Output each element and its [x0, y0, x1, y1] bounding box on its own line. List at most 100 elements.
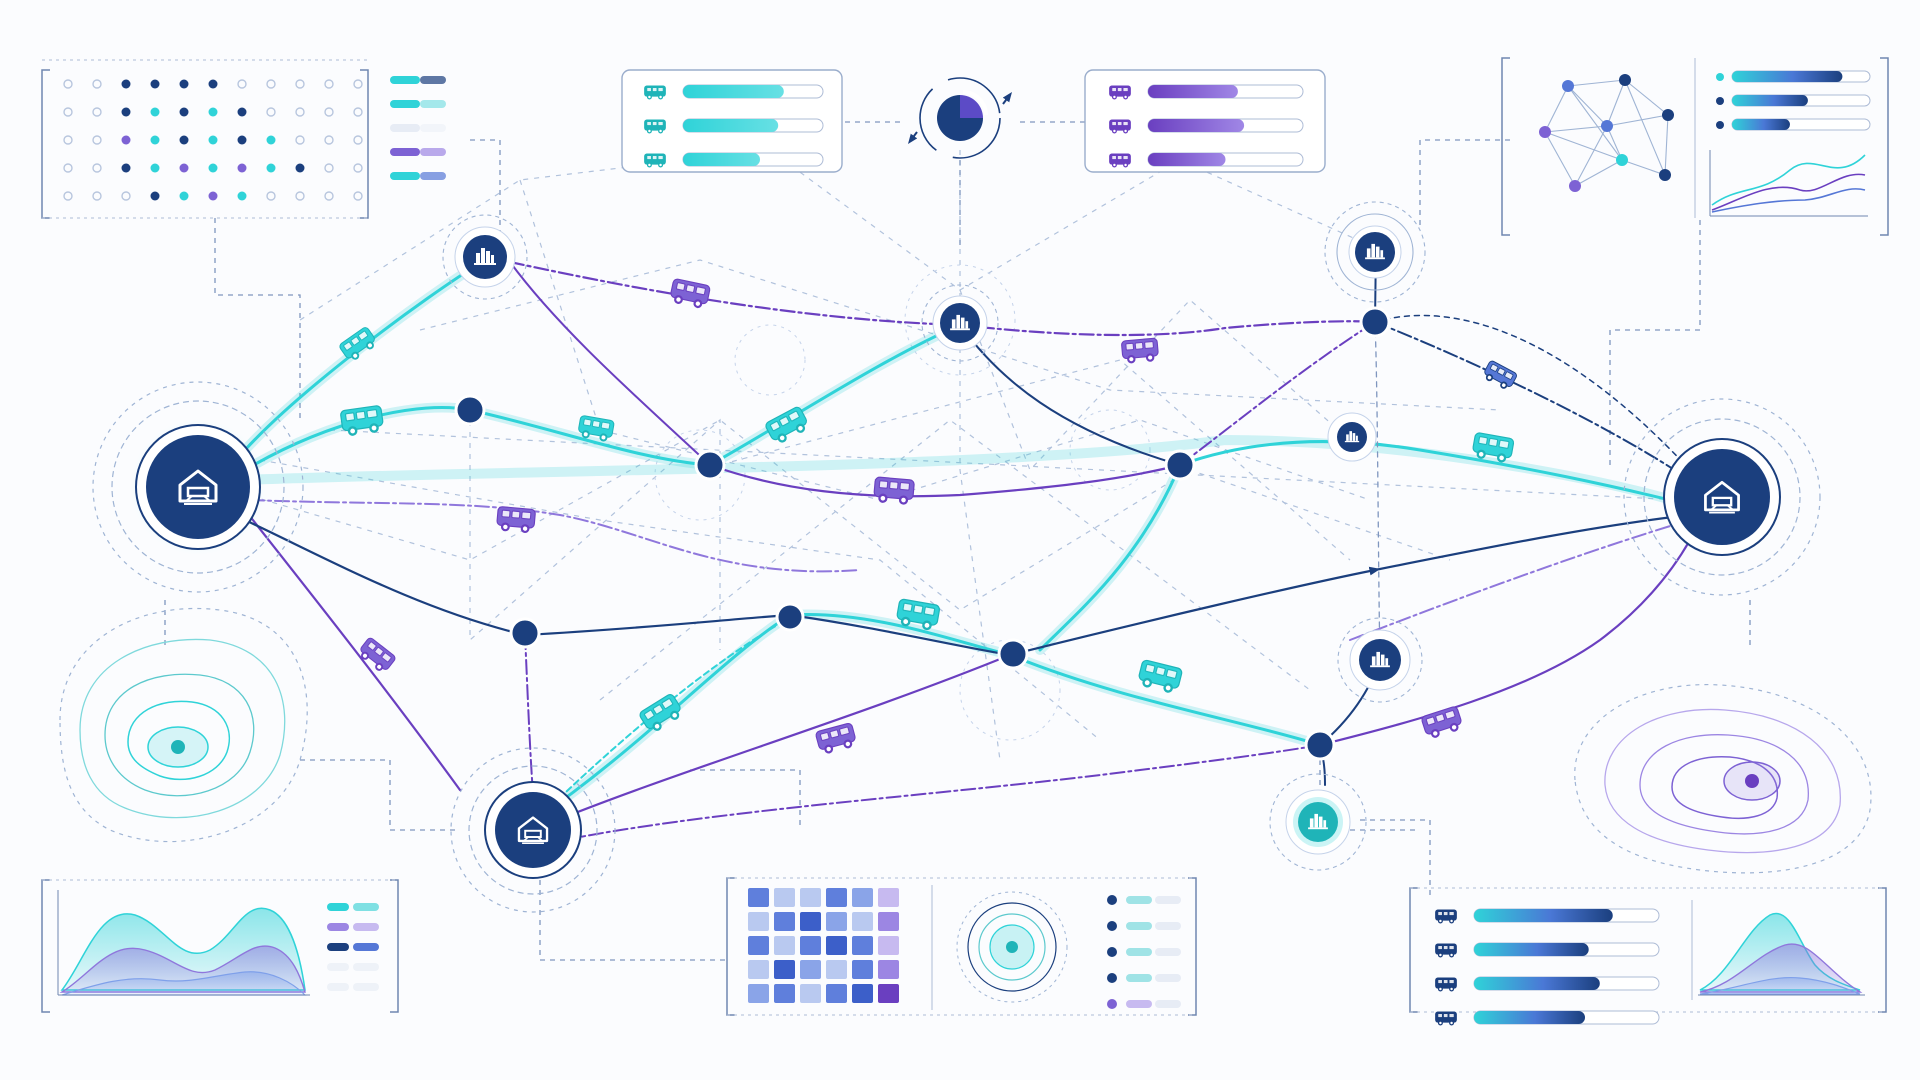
matrix-dot: [179, 107, 189, 117]
legend-swatch: [353, 943, 379, 951]
mini-network-node: [1662, 109, 1674, 121]
matrix-dot: [92, 135, 102, 145]
bus-icon: [1434, 943, 1458, 958]
legend-swatch: [390, 76, 420, 84]
legend-dot: [1107, 999, 1117, 1009]
depot-west[interactable]: [92, 381, 304, 593]
legend-swatch: [1126, 974, 1152, 982]
stop-e[interactable]: [997, 638, 1029, 670]
mini-network-node: [1562, 80, 1574, 92]
route-navy-cross: [959, 324, 1181, 466]
legend-swatch: [1126, 896, 1152, 904]
heatmap-cell: [852, 960, 873, 979]
contour-map-east: [1574, 683, 1872, 874]
legend-dot: [1107, 947, 1117, 957]
bar-fill: [1732, 119, 1790, 130]
city-s-teal[interactable]: [1269, 773, 1367, 871]
heatmap-cell: [852, 984, 873, 1003]
legend-swatch: [327, 923, 349, 931]
route-teal-south-east: [1008, 653, 1322, 747]
legend-swatch: [420, 100, 446, 108]
mini-network-edge: [1606, 114, 1669, 127]
route-navy-ne: [1374, 321, 1691, 481]
matrix-dot: [208, 163, 218, 173]
legend-dot: [1716, 121, 1724, 129]
stop-c[interactable]: [509, 617, 541, 649]
heatmap-cell: [774, 936, 795, 955]
matrix-dot: [237, 107, 247, 117]
matrix-dot: [353, 107, 363, 117]
heatmap-cell: [748, 960, 769, 979]
bar-fill: [683, 119, 779, 132]
bar-fill: [1474, 943, 1589, 956]
matrix-dot: [324, 107, 334, 117]
panel-area-chart-west: [41, 879, 399, 1013]
legend-dot: [1107, 895, 1117, 905]
matrix-dot: [63, 163, 73, 173]
legend-swatch: [327, 963, 349, 971]
mini-network-edge: [1624, 79, 1666, 176]
legend-swatch: [390, 172, 420, 180]
mini-network-edge: [1567, 79, 1626, 87]
bar-fill: [683, 85, 784, 98]
city-se[interactable]: [1337, 617, 1423, 703]
route-navy-ne-up: [1374, 314, 1691, 471]
panel-network-graph: [1501, 57, 1889, 236]
matrix-dot: [295, 191, 305, 201]
matrix-dot: [353, 191, 363, 201]
matrix-dot: [353, 79, 363, 89]
depot-south[interactable]: [450, 747, 616, 913]
matrix-dot: [208, 191, 218, 201]
city-nw[interactable]: [442, 214, 528, 300]
bar-fill: [1732, 95, 1808, 106]
heatmap-cell: [800, 912, 821, 931]
heatmap-cell: [748, 912, 769, 931]
mini-network-node: [1569, 180, 1581, 192]
matrix-dot: [92, 191, 102, 201]
stop-d[interactable]: [775, 602, 805, 632]
legend-swatch: [390, 148, 420, 156]
mini-network-edge: [1624, 79, 1669, 116]
matrix-dot: [63, 79, 73, 89]
matrix-dot: [295, 107, 305, 117]
city-ne[interactable]: [1324, 201, 1426, 303]
matrix-dot: [92, 107, 102, 117]
city-e-mid[interactable]: [1327, 412, 1377, 462]
mini-line-chart: [1709, 150, 1868, 217]
bus-icon: [1135, 658, 1184, 695]
mini-network-edge: [1544, 131, 1576, 187]
matrix-dot: [237, 79, 247, 89]
radar-rings: [956, 891, 1068, 1003]
matrix-dot: [353, 135, 363, 145]
matrix-dot: [150, 163, 160, 173]
bus-icon: [338, 404, 386, 438]
depot-east[interactable]: [1623, 398, 1821, 596]
route-purple-south-center: [543, 653, 1012, 827]
matrix-dot: [324, 163, 334, 173]
city-center-north[interactable]: [921, 284, 999, 362]
matrix-dot: [295, 163, 305, 173]
route-purple-center: [708, 463, 1182, 498]
mini-network-edge: [1606, 125, 1623, 161]
bar-fill: [1474, 1011, 1585, 1024]
heatmap-cell: [878, 912, 899, 931]
stop-a[interactable]: [454, 394, 486, 426]
heatmap-cell: [774, 888, 795, 907]
route-teal-cross: [1038, 463, 1182, 652]
depot-nodes: [92, 381, 1821, 913]
bus-icon: [1419, 704, 1465, 741]
legend-swatch: [420, 76, 446, 84]
matrix-dot: [92, 79, 102, 89]
stop-h[interactable]: [1304, 729, 1336, 761]
route-teal-center-north: [708, 323, 962, 467]
matrix-dot: [150, 191, 160, 201]
stop-g[interactable]: [1359, 306, 1391, 338]
mini-network-node: [1659, 169, 1671, 181]
legend-swatch: [1155, 974, 1181, 982]
mini-network-node: [1539, 126, 1551, 138]
bus-icon: [872, 475, 916, 506]
stop-f[interactable]: [1164, 449, 1196, 481]
stop-b[interactable]: [694, 449, 726, 481]
bar-fill: [1148, 85, 1238, 98]
